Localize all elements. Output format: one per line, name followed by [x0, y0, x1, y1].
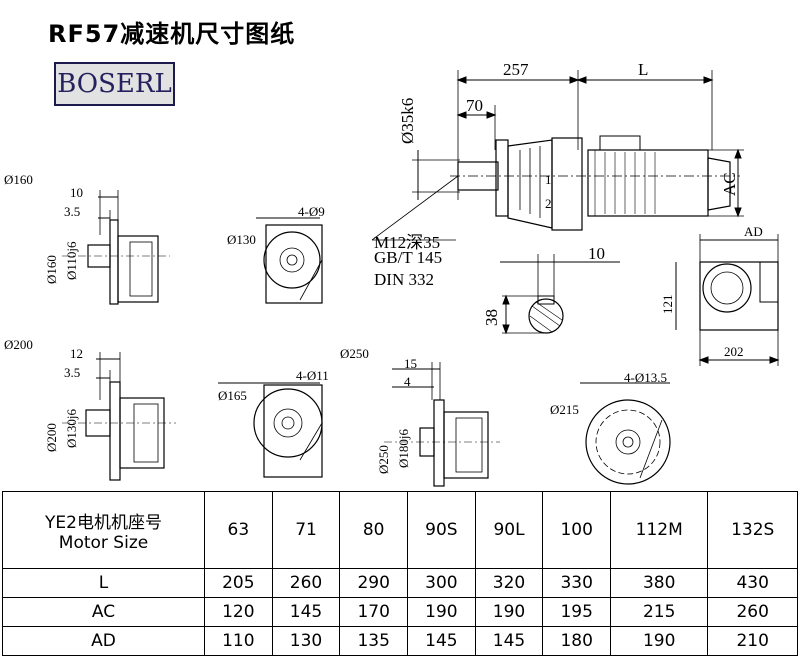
table-cell: 145 — [407, 626, 476, 656]
flange-250-side-view — [384, 362, 500, 487]
label-flange160: Ø160 — [44, 255, 59, 284]
flange-200-side-view — [62, 352, 176, 481]
label-thread: M12深35 — [374, 233, 441, 252]
table-cell: 320 — [474, 568, 544, 598]
table-cell: 430 — [707, 568, 798, 598]
label-dim-3-5: 3.5 — [64, 204, 81, 219]
label-std-gb: GB/T 145 — [374, 248, 443, 267]
table-cell: 205 — [204, 568, 273, 598]
table-cell: 260 — [707, 597, 798, 627]
flange-160-front-view — [256, 217, 323, 304]
flange-250-front-view — [580, 382, 671, 485]
row-label: AC — [2, 597, 205, 627]
table-cell: 110 — [204, 626, 273, 656]
label-holes13-5: 4-Ø13.5 — [624, 370, 667, 385]
label-key-38: 38 — [482, 309, 501, 326]
table-cell: 120 — [204, 597, 273, 627]
page-title: RF57减速机尺寸图纸 — [48, 20, 296, 48]
main-side-view — [371, 70, 744, 241]
label-dim-10: 10 — [70, 185, 83, 200]
table-cell: 180 — [542, 626, 612, 656]
label-dim-4: 4 — [404, 374, 411, 389]
motor-size-cell: 112M — [610, 491, 709, 569]
flange-160-side-view — [62, 190, 170, 305]
table-cell: 300 — [407, 568, 476, 598]
motor-size-cell: 71 — [271, 491, 341, 569]
table-row: AD 110 130 135 145 145 180 190 210 — [2, 626, 798, 656]
label-dim-12: 12 — [70, 346, 83, 361]
motor-size-cell: 63 — [204, 491, 273, 569]
motor-size-table: YE2电机机座号 Motor Size 63 71 80 90S 90L 100… — [2, 491, 798, 656]
row-label: L — [2, 568, 205, 598]
table-cell: 195 — [542, 597, 612, 627]
label-dim-15: 15 — [404, 356, 417, 371]
motor-size-cell: 90L — [474, 491, 544, 569]
table-cell: 260 — [271, 568, 341, 598]
label-shaft110: Ø110j6 — [64, 241, 79, 280]
table-header-row: YE2电机机座号 Motor Size 63 71 80 90S 90L 100… — [2, 491, 798, 569]
technical-drawing — [62, 70, 780, 487]
table-cell: 330 — [542, 568, 612, 598]
label-shaft35: Ø35k6 — [398, 97, 417, 144]
table-row: L 205 260 290 300 320 330 380 430 — [2, 568, 798, 598]
motor-size-cell: 100 — [542, 491, 612, 569]
label-d200: Ø200 — [4, 337, 33, 352]
label-std-din: DIN 332 — [374, 270, 434, 289]
label-dim-AD: AD — [744, 224, 763, 239]
table-cell: 215 — [610, 597, 709, 627]
header-label-cell: YE2电机机座号 Motor Size — [2, 491, 205, 569]
table-row: AC 120 145 170 190 190 195 215 260 — [2, 597, 798, 627]
label-key-10: 10 — [588, 244, 605, 263]
flange-200-front-view — [218, 382, 323, 478]
label-shaft180: Ø180j6 — [396, 429, 411, 468]
header-label-en: Motor Size — [58, 532, 149, 553]
label-dim-121: 121 — [660, 294, 675, 315]
brand-logo: BOSERL — [54, 62, 175, 106]
table-cell: 190 — [610, 626, 709, 656]
label-dim-257: 257 — [503, 60, 529, 79]
label-holes11: 4-Ø11 — [296, 368, 329, 383]
label-dim-3-5b: 3.5 — [64, 365, 81, 380]
label-pcd165: Ø165 — [218, 388, 247, 403]
label-pcd130: Ø130 — [227, 232, 256, 247]
label-num-1: 1 — [545, 172, 552, 187]
table-cell: 145 — [474, 626, 544, 656]
keyway-section — [500, 254, 620, 335]
label-pcd215: Ø215 — [550, 402, 579, 417]
table-cell: 290 — [339, 568, 409, 598]
label-flange200: Ø200 — [44, 423, 59, 452]
table-cell: 145 — [271, 597, 341, 627]
label-dim-AC: AC — [720, 172, 739, 196]
label-dim-L: L — [638, 60, 649, 79]
label-d160: Ø160 — [4, 172, 33, 187]
label-holes9: 4-Ø9 — [298, 204, 325, 219]
motor-size-cell: 90S — [407, 491, 476, 569]
table-cell: 135 — [339, 626, 409, 656]
row-label: AD — [2, 626, 205, 656]
label-dim-70: 70 — [466, 96, 483, 115]
label-flange250: Ø250 — [376, 445, 391, 474]
label-num-2: 2 — [545, 196, 552, 211]
label-shaft130: Ø130j6 — [64, 409, 79, 448]
table-cell: 380 — [610, 568, 709, 598]
label-d250: Ø250 — [340, 346, 369, 361]
table-cell: 130 — [271, 626, 341, 656]
table-cell: 210 — [707, 626, 798, 656]
label-dim-202: 202 — [724, 344, 744, 359]
motor-size-cell: 80 — [339, 491, 409, 569]
end-view — [675, 234, 780, 366]
table-cell: 190 — [407, 597, 476, 627]
header-label-cn: YE2电机机座号 — [45, 512, 162, 533]
table-cell: 190 — [474, 597, 544, 627]
motor-size-cell: 132S — [707, 491, 798, 569]
table-cell: 170 — [339, 597, 409, 627]
